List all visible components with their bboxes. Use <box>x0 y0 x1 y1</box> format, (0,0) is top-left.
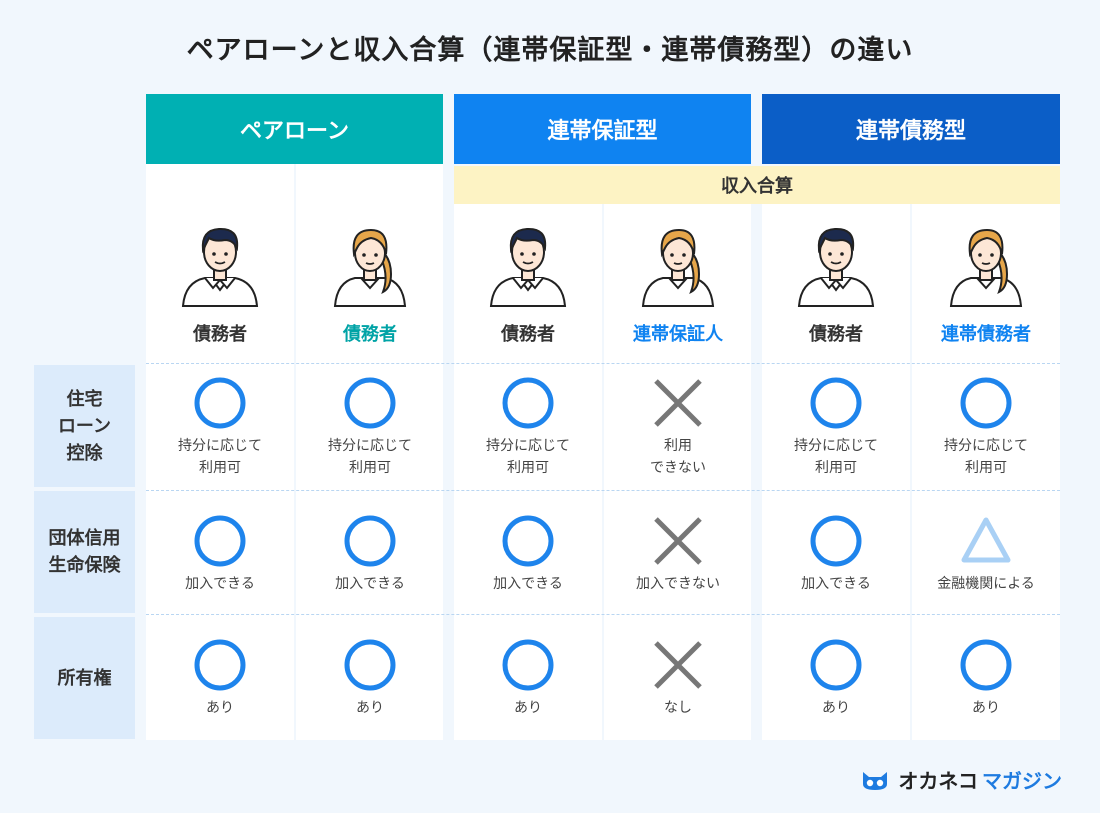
table-cell: あり <box>912 638 1060 720</box>
man-icon <box>175 218 265 308</box>
cell-caption: 持分に応じて利用可 <box>486 438 570 476</box>
logo-text-magazine: マガジン <box>982 769 1062 793</box>
woman-icon <box>633 218 723 308</box>
cell-caption: 加入できない <box>636 576 720 592</box>
cell-caption: 持分に応じて利用可 <box>328 438 412 476</box>
table-cell: 加入できる <box>454 514 602 596</box>
cross-mark-icon <box>654 379 702 427</box>
row-divider <box>146 363 1060 364</box>
cell-caption: あり <box>972 700 1000 716</box>
row-divider <box>146 614 1060 615</box>
table-cell: 持分に応じて利用可 <box>762 376 910 479</box>
page-title: ペアローンと収入合算（連帯保証型・連帯債務型）の違い <box>186 35 914 66</box>
header-guarantee-type: 連帯保証型 <box>454 94 751 164</box>
table-cell: 利用できない <box>604 376 752 479</box>
role-label: 債務者 <box>193 324 247 345</box>
row-label: 所有権 <box>34 617 135 739</box>
man-icon <box>483 218 573 308</box>
role-label: 債務者 <box>501 324 555 345</box>
cross-mark-icon <box>654 517 702 565</box>
cross-mark-icon <box>654 641 702 689</box>
role-label: 連帯債務者 <box>941 324 1031 345</box>
cell-caption: 利用できない <box>650 438 706 476</box>
circle-mark-icon <box>502 639 554 691</box>
circle-mark-icon <box>810 377 862 429</box>
table-cell: 加入できない <box>604 514 752 596</box>
cell-caption: 持分に応じて利用可 <box>794 438 878 476</box>
table-cell: 持分に応じて利用可 <box>912 376 1060 479</box>
role-label: 債務者 <box>343 324 397 345</box>
row-label: 住宅ローン控除 <box>34 365 135 487</box>
woman-icon <box>325 218 415 308</box>
man-icon <box>791 218 881 308</box>
table-cell: あり <box>762 638 910 720</box>
circle-mark-icon <box>502 515 554 567</box>
cell-caption: 加入できる <box>335 576 405 592</box>
brand-logo: オカネコ マガジン <box>860 765 1062 794</box>
cat-face-icon <box>863 771 888 790</box>
table-cell: 持分に応じて利用可 <box>146 376 294 479</box>
table-cell: あり <box>296 638 444 720</box>
cell-caption: あり <box>822 700 850 716</box>
header-joint-debt-type: 連帯債務型 <box>762 94 1060 164</box>
table-cell: なし <box>604 638 752 720</box>
table-cell: 加入できる <box>762 514 910 596</box>
circle-mark-icon <box>502 377 554 429</box>
table-cell: 金融機関による <box>912 514 1060 596</box>
circle-mark-icon <box>194 377 246 429</box>
table-cell: 持分に応じて利用可 <box>454 376 602 479</box>
circle-mark-icon <box>194 515 246 567</box>
table-cell: あり <box>146 638 294 720</box>
cell-caption: 持分に応じて利用可 <box>178 438 262 476</box>
subheader-income-combined: 収入合算 <box>454 166 1060 204</box>
circle-mark-icon <box>344 515 396 567</box>
circle-mark-icon <box>344 377 396 429</box>
cell-caption: 加入できる <box>493 576 563 592</box>
role-label: 債務者 <box>809 324 863 345</box>
table-cell: 持分に応じて利用可 <box>296 376 444 479</box>
circle-mark-icon <box>810 639 862 691</box>
table-cell: 加入できる <box>296 514 444 596</box>
circle-mark-icon <box>810 515 862 567</box>
header-pair-loan: ペアローン <box>146 94 443 164</box>
cell-caption: あり <box>514 700 542 716</box>
cell-caption: あり <box>206 700 234 716</box>
logo-text-okaneko: オカネコ <box>898 769 978 793</box>
cell-caption: 金融機関による <box>937 576 1035 592</box>
cell-caption: なし <box>664 700 692 716</box>
circle-mark-icon <box>344 639 396 691</box>
circle-mark-icon <box>194 639 246 691</box>
cell-caption: 加入できる <box>185 576 255 592</box>
cell-caption: あり <box>356 700 384 716</box>
cell-caption: 持分に応じて利用可 <box>944 438 1028 476</box>
triangle-mark-icon <box>961 517 1011 563</box>
role-label: 連帯保証人 <box>633 324 723 345</box>
row-divider <box>146 490 1060 491</box>
circle-mark-icon <box>960 377 1012 429</box>
table-cell: 加入できる <box>146 514 294 596</box>
row-label: 団体信用生命保険 <box>34 491 135 613</box>
circle-mark-icon <box>960 639 1012 691</box>
table-cell: あり <box>454 638 602 720</box>
cell-caption: 加入できる <box>801 576 871 592</box>
woman-icon <box>941 218 1031 308</box>
